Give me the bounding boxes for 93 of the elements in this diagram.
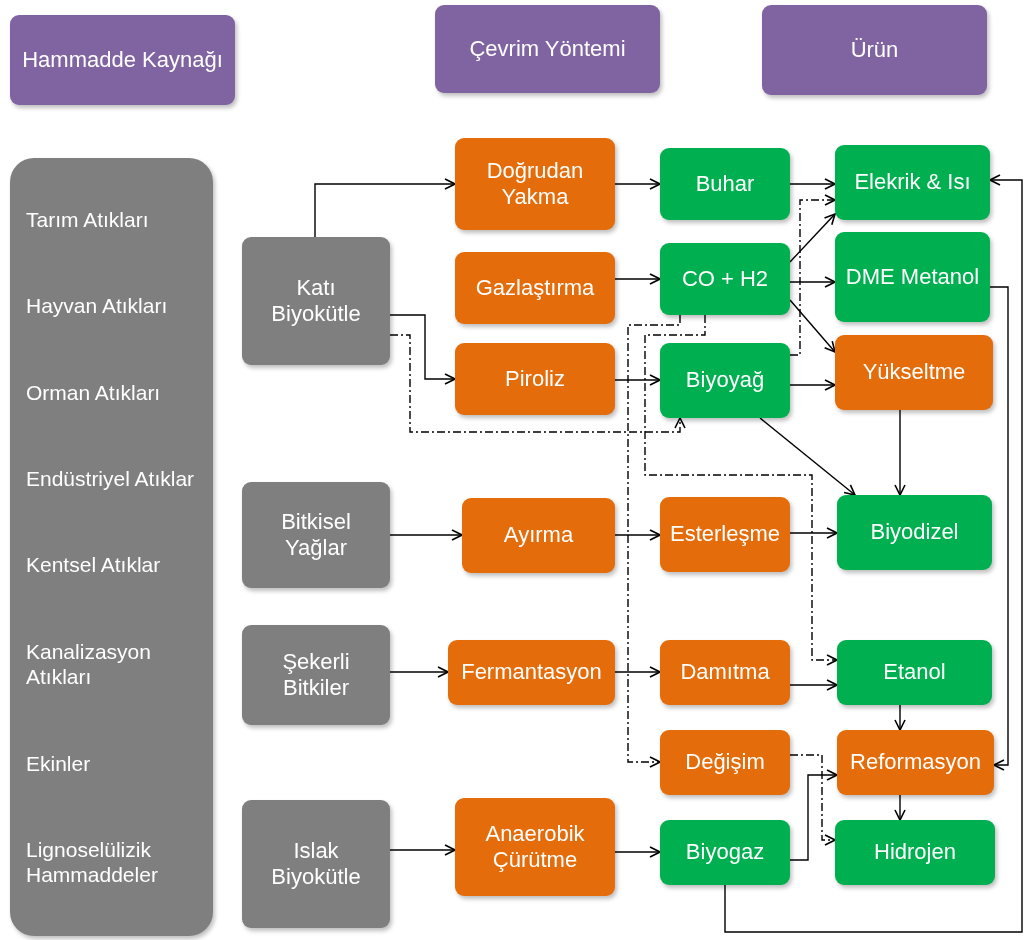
node-label: Ayırma: [503, 522, 574, 549]
node-label: Hidrojen: [874, 839, 956, 866]
arrow: [789, 379, 836, 391]
node-label: CO + H2: [681, 265, 769, 293]
product-box: [837, 495, 992, 570]
arrow: [389, 529, 463, 541]
arrow: [614, 666, 661, 678]
source-label: Tarım Atıkları: [26, 206, 149, 232]
arrow: [614, 846, 661, 858]
node-label: Bitkisel Yağlar: [280, 508, 352, 562]
arrow: [614, 273, 661, 285]
node-label: Biyogaz: [685, 839, 765, 866]
product-box: [660, 148, 790, 220]
process-box: [455, 343, 615, 415]
node-label: Şekerli Bitkiler: [281, 648, 351, 702]
node-label: Gazlaştırma: [475, 274, 595, 302]
dashed-arrow: [627, 314, 681, 768]
process-box: [455, 252, 615, 324]
arrow: [724, 174, 1023, 933]
product-box: [660, 343, 790, 418]
header-label: Çevrim Yöntemi: [469, 35, 626, 63]
column-header: [10, 15, 235, 105]
node-label: Biyoyağ: [685, 367, 765, 394]
process-box: [660, 730, 790, 795]
node-label: Elekrik & Isı: [854, 169, 971, 196]
process-box: [835, 335, 993, 410]
source-label: Endüstriyel Atıklar: [26, 466, 195, 492]
node-label: Islak Biyokütle: [270, 837, 362, 891]
arrow: [789, 299, 836, 353]
arrow: [314, 178, 456, 238]
node-label: Yükseltme: [862, 359, 966, 386]
arrow: [614, 529, 661, 541]
process-box: [660, 497, 790, 572]
node-label: Biyodizel: [870, 519, 959, 546]
arrow: [614, 178, 661, 190]
dashed-arrow: [789, 194, 836, 356]
column-header: [762, 5, 987, 95]
source-label: Lignoselülizik Hammaddeler: [26, 837, 159, 888]
node-label: Etanol: [883, 659, 946, 686]
source-box: [242, 482, 390, 588]
process-box: [462, 498, 615, 573]
arrow: [759, 417, 856, 496]
arrow: [894, 409, 906, 496]
column-header: [435, 5, 660, 93]
arrow: [989, 286, 1009, 771]
header-label: Ürün: [850, 36, 899, 64]
product-box: [660, 820, 790, 885]
node-label: Anaerobik Çürütme: [484, 820, 586, 874]
source-label: Kanalizasyon Atıkları: [26, 638, 152, 690]
node-label: Değişim: [685, 749, 765, 776]
dashed-arrow: [789, 754, 836, 846]
arrow: [894, 704, 906, 731]
process-box: [448, 640, 615, 705]
process-box: [837, 730, 994, 795]
node-label: Katı Biyokütle: [270, 274, 362, 328]
product-box: [835, 145, 990, 220]
source-label: Hayvan Atıkları: [26, 293, 168, 319]
node-label: DME Metanol: [845, 263, 980, 291]
source-label: Kentsel Atıklar: [26, 552, 161, 578]
arrow: [389, 666, 449, 678]
process-box: [455, 138, 615, 230]
source-label: Ekinler: [26, 750, 91, 776]
node-label: Damıtma: [680, 659, 770, 686]
arrow: [389, 314, 456, 385]
product-box: [835, 820, 995, 885]
node-label: Piroliz: [505, 365, 565, 393]
process-box: [660, 640, 790, 705]
node-label: Esterleşme: [669, 521, 780, 548]
source-label: Orman Atıkları: [26, 379, 161, 405]
product-box: [835, 232, 990, 322]
node-label: Fermantasyon: [461, 659, 602, 686]
product-box: [660, 243, 790, 315]
arrow: [789, 213, 836, 263]
arrow: [789, 769, 838, 861]
header-label: Hammadde Kaynağı: [22, 46, 223, 74]
arrow: [894, 794, 906, 821]
arrow: [789, 679, 838, 691]
arrow: [789, 527, 838, 539]
arrow: [614, 374, 661, 386]
node-label: Reformasyon: [850, 749, 981, 776]
source-box: [242, 800, 390, 928]
source-box: [242, 625, 390, 725]
source-box: [242, 237, 390, 365]
node-label: Doğrudan Yakma: [485, 157, 585, 211]
arrow: [389, 844, 456, 856]
dashed-arrow: [644, 314, 838, 666]
process-box: [455, 798, 615, 896]
source-list-panel: [10, 158, 213, 936]
arrow: [789, 178, 836, 190]
arrow: [789, 276, 836, 288]
node-label: Buhar: [695, 170, 755, 198]
product-box: [837, 640, 992, 705]
dashed-arrow: [389, 334, 686, 433]
